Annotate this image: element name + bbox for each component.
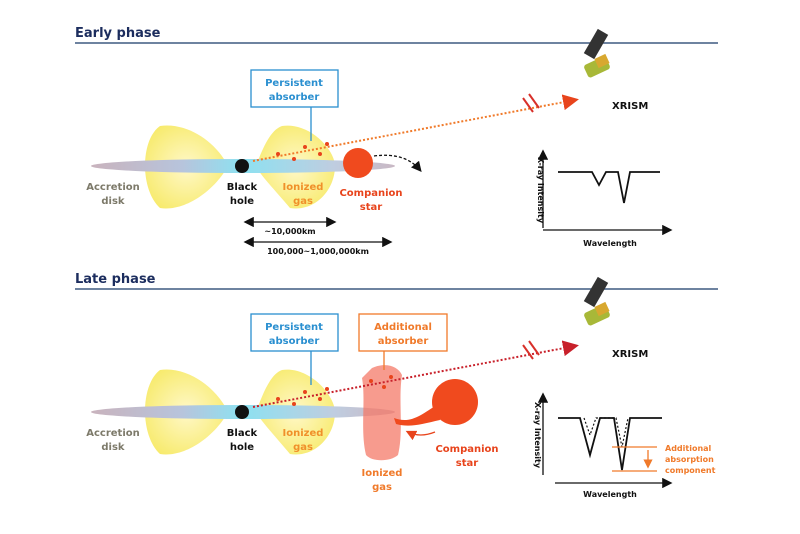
early-phase-title: Early phase bbox=[75, 26, 161, 41]
early-phase-panel: Early phase Persistent absorber Accretio… bbox=[75, 26, 718, 256]
spectrum-chart-early: X-ray Intensity Wavelength bbox=[536, 149, 673, 248]
persistent-absorber-label: absorber bbox=[269, 92, 320, 103]
xrism-label: XRISM bbox=[612, 349, 648, 360]
late-phase-title: Late phase bbox=[75, 272, 156, 287]
xray-sightline bbox=[252, 94, 579, 162]
additional-absorption-label: component bbox=[665, 466, 716, 475]
ionized-gas-label: Ionized bbox=[283, 182, 324, 193]
additional-ionized-gas-cloud bbox=[362, 365, 402, 461]
companion-star bbox=[343, 148, 373, 178]
distance-long-label: 100,000~1,000,000km bbox=[267, 247, 369, 256]
persistent-absorber-label: Persistent bbox=[265, 322, 323, 333]
x-axis-label: Wavelength bbox=[583, 490, 637, 499]
xray-sightline bbox=[252, 340, 579, 408]
additional-absorber-box bbox=[358, 313, 448, 352]
xrism-label: XRISM bbox=[612, 101, 648, 112]
additional-ionized-gas-label: gas bbox=[372, 482, 392, 493]
late-phase-panel: Late phase Persistent absorber Additiona… bbox=[75, 272, 718, 499]
x-axis-label: Wavelength bbox=[583, 239, 637, 248]
orbit-arrow bbox=[373, 154, 422, 172]
previous-spectrum-line bbox=[583, 417, 629, 448]
persistent-absorber-label: absorber bbox=[269, 336, 320, 347]
ionized-gas-label: Ionized bbox=[283, 428, 324, 439]
persistent-absorber-label: Persistent bbox=[265, 78, 323, 89]
accretion-disk-label: disk bbox=[101, 196, 125, 207]
absorber-clumps bbox=[276, 142, 329, 161]
xrism-satellite-icon bbox=[583, 276, 610, 326]
additional-ionized-gas-label: Ionized bbox=[362, 468, 403, 479]
spectrum-line bbox=[558, 417, 662, 471]
accretion-disk-label: Accretion bbox=[86, 182, 140, 193]
additional-absorber-label: Additional bbox=[374, 322, 432, 333]
stream-arrow bbox=[405, 430, 436, 441]
y-axis-label: X-ray Intensity bbox=[536, 157, 545, 224]
accretion-disk-label: Accretion bbox=[86, 428, 140, 439]
companion-star-label: star bbox=[360, 202, 382, 213]
black-hole-label: Black bbox=[227, 182, 258, 193]
spectrum-chart-late: X-ray Intensity Wavelength Additional ab… bbox=[533, 392, 716, 499]
mass-transfer-stream bbox=[394, 404, 440, 426]
ionized-gas-label: gas bbox=[293, 442, 313, 453]
accretion-disk-label: disk bbox=[101, 442, 125, 453]
black-hole bbox=[235, 159, 249, 173]
additional-absorption-label: Additional bbox=[665, 444, 712, 453]
black-hole-label: Black bbox=[227, 428, 258, 439]
break-slashes bbox=[522, 93, 540, 113]
xrism-satellite-icon bbox=[583, 28, 610, 78]
spectrum-line bbox=[558, 171, 660, 204]
absorber-clumps bbox=[276, 375, 393, 406]
companion-star-label: Companion bbox=[435, 444, 498, 455]
break-slashes bbox=[522, 340, 540, 360]
ionized-gas-label: gas bbox=[293, 196, 313, 207]
additional-absorber-label: absorber bbox=[378, 336, 429, 347]
black-hole-label: hole bbox=[230, 442, 254, 453]
companion-star bbox=[432, 379, 478, 425]
distance-short-label: ~10,000km bbox=[264, 227, 315, 236]
black-hole bbox=[235, 405, 249, 419]
companion-star-label: star bbox=[456, 458, 478, 469]
y-axis-label: X-ray Intensity bbox=[533, 402, 542, 469]
additional-absorption-label: absorption bbox=[665, 455, 714, 464]
persistent-absorber-box bbox=[250, 313, 339, 352]
black-hole-label: hole bbox=[230, 196, 254, 207]
persistent-absorber-box bbox=[250, 69, 339, 108]
companion-star-label: Companion bbox=[339, 188, 402, 199]
